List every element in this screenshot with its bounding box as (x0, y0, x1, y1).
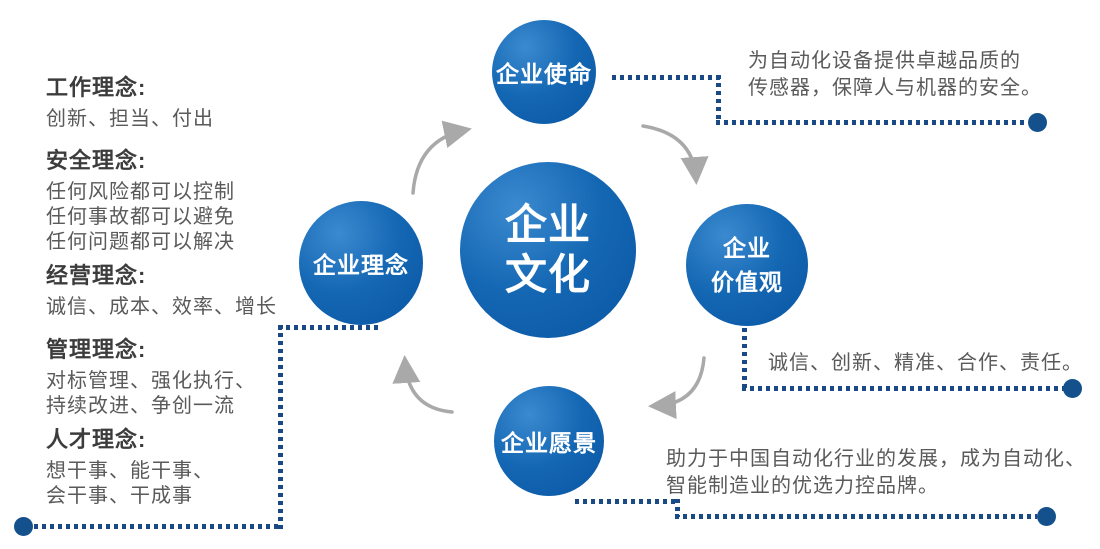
center-node-label-line2: 文化 (504, 251, 591, 298)
node-vision: 企业愿景 (494, 386, 604, 496)
node-values-label-line2: 价值观 (711, 269, 783, 295)
mission-connector-h1 (612, 75, 720, 80)
mission-connector-h2 (716, 120, 1028, 125)
annotation-mission: 为自动化设备提供卓越品质的 传感器，保障人与机器的安全。 (748, 48, 1042, 102)
annotation-mission-line-1: 为自动化设备提供卓越品质的 (748, 50, 1021, 72)
note-work-philosophy: 工作理念: 创新、担当、付出 (46, 70, 214, 132)
values-connector-v (742, 328, 747, 388)
node-philosophy-label: 企业理念 (313, 252, 409, 278)
note-work-line: 创新、担当、付出 (46, 108, 214, 130)
node-values-label-line1: 企业 (723, 234, 771, 261)
annotation-vision-line-2: 智能制造业的优选力控品牌。 (666, 475, 939, 497)
values-line-end-dot-icon (1063, 379, 1082, 398)
philosophy-connector-v (278, 325, 283, 529)
philosophy-connector-h2 (34, 524, 282, 529)
note-biz-heading: 经营理念: (46, 263, 147, 288)
note-safety-line-2: 任何事故都可以避免 (46, 206, 235, 228)
arrow-right-to-bottom-icon (648, 356, 706, 420)
node-mission-label: 企业使命 (496, 61, 592, 87)
node-values: 企业 价值观 (686, 204, 808, 326)
vision-connector-v (675, 499, 680, 517)
center-node-corporate-culture: 企业 文化 (460, 162, 636, 338)
note-mgmt-line-1: 对标管理、强化执行、 (46, 370, 256, 392)
arrow-bottom-to-left-icon (392, 355, 454, 414)
arrow-top-to-right-icon (641, 124, 709, 185)
note-safety-line-3: 任何问题都可以解决 (46, 231, 235, 253)
note-safety-philosophy: 安全理念: 任何风险都可以控制 任何事故都可以避免 任何问题都可以解决 (46, 143, 235, 255)
annotation-vision: 助力于中国自动化行业的发展，成为自动化、 智能制造业的优选力控品牌。 (666, 446, 1086, 500)
philosophy-line-end-dot-icon (14, 517, 33, 536)
note-talent-philosophy: 人才理念: 想干事、能干事、 会干事、干成事 (46, 422, 214, 509)
note-safety-heading: 安全理念: (46, 148, 147, 173)
mission-line-end-dot-icon (1028, 113, 1047, 132)
vision-connector-h2 (675, 514, 1037, 519)
vision-connector-h1 (575, 499, 679, 504)
node-mission: 企业使命 (492, 20, 596, 124)
mission-connector-v (716, 75, 721, 123)
annotation-values: 诚信、创新、精准、合作、责任。 (768, 350, 1083, 377)
arrow-left-to-top-icon (411, 120, 472, 195)
values-connector-h (742, 386, 1064, 391)
vision-line-end-dot-icon (1037, 507, 1056, 526)
note-mgmt-line-2: 持续改进、争创一流 (46, 395, 235, 417)
note-management-philosophy: 管理理念: 对标管理、强化执行、 持续改进、争创一流 (46, 332, 256, 419)
note-business-philosophy: 经营理念: 诚信、成本、效率、增长 (46, 258, 277, 320)
note-talent-line-2: 会干事、干成事 (46, 485, 193, 507)
center-node-label-line1: 企业 (504, 200, 591, 248)
annotation-values-line: 诚信、创新、精准、合作、责任。 (768, 352, 1083, 374)
note-biz-line: 诚信、成本、效率、增长 (46, 296, 277, 318)
note-talent-heading: 人才理念: (46, 427, 147, 452)
node-vision-label: 企业愿景 (501, 430, 597, 456)
annotation-mission-line-2: 传感器，保障人与机器的安全。 (748, 77, 1042, 99)
node-philosophy: 企业理念 (299, 201, 423, 325)
note-mgmt-heading: 管理理念: (46, 337, 147, 362)
annotation-vision-line-1: 助力于中国自动化行业的发展，成为自动化、 (666, 448, 1086, 470)
philosophy-connector-h1 (278, 325, 378, 330)
note-work-heading: 工作理念: (46, 75, 147, 100)
note-safety-line-1: 任何风险都可以控制 (46, 181, 235, 203)
note-talent-line-1: 想干事、能干事、 (46, 460, 214, 482)
